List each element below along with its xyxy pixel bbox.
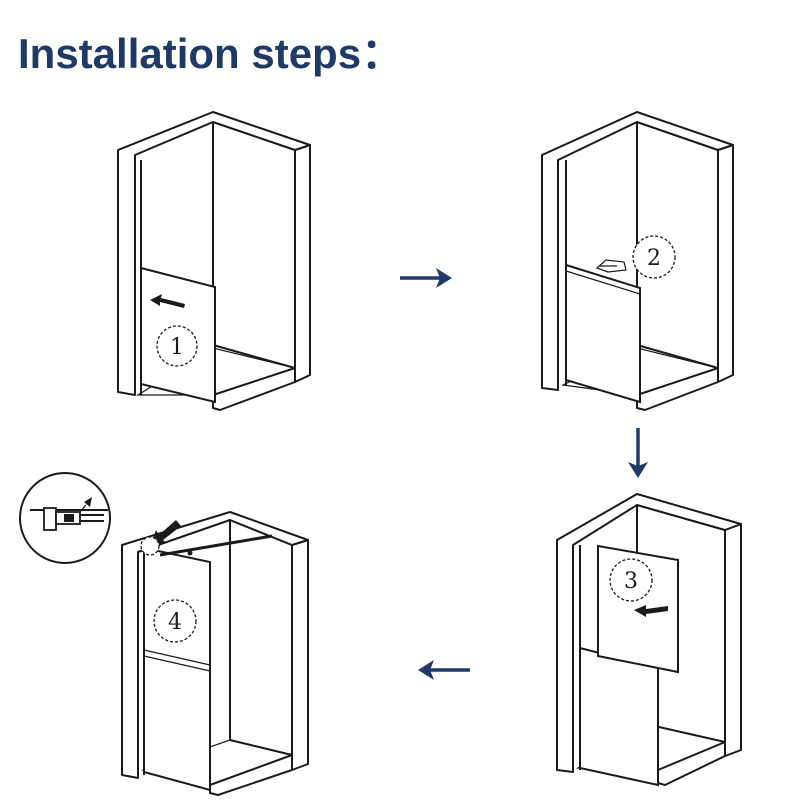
step-1-arrow: [150, 294, 185, 308]
flow-arrow-left: [418, 660, 470, 680]
step-3-lower-glass: [579, 646, 659, 787]
step-1-number: 1: [170, 335, 184, 360]
step-4-figure: 4: [121, 511, 309, 796]
step-1-figure: 1: [117, 111, 311, 411]
step-3-arrow: [634, 605, 668, 617]
step-1-back-wall: [212, 121, 296, 369]
step-4-number: 4: [168, 610, 182, 635]
step-4-number-badge: 4: [153, 599, 197, 643]
step-3-number-badge: 3: [609, 558, 653, 602]
step-3-figure: 3: [556, 493, 742, 787]
step-2-screw: [595, 259, 627, 273]
step-4-back-wall: [229, 519, 293, 756]
step-2-number: 2: [647, 246, 661, 271]
step-4-detail-marker: [140, 536, 160, 556]
step-1-number-badge: 1: [156, 325, 198, 367]
page-title: Installation steps：: [18, 30, 404, 77]
step-4-support-bar: [159, 534, 273, 557]
flow-arrow-down: [628, 428, 648, 478]
step-2-number-badge: 2: [632, 235, 676, 279]
flow-arrow-right: [400, 268, 452, 288]
step-3-number: 3: [624, 569, 638, 594]
step-2-figure: 2: [541, 111, 734, 411]
step-2-glass-panel: [565, 263, 641, 404]
step-4-zoom-detail: [19, 472, 111, 564]
